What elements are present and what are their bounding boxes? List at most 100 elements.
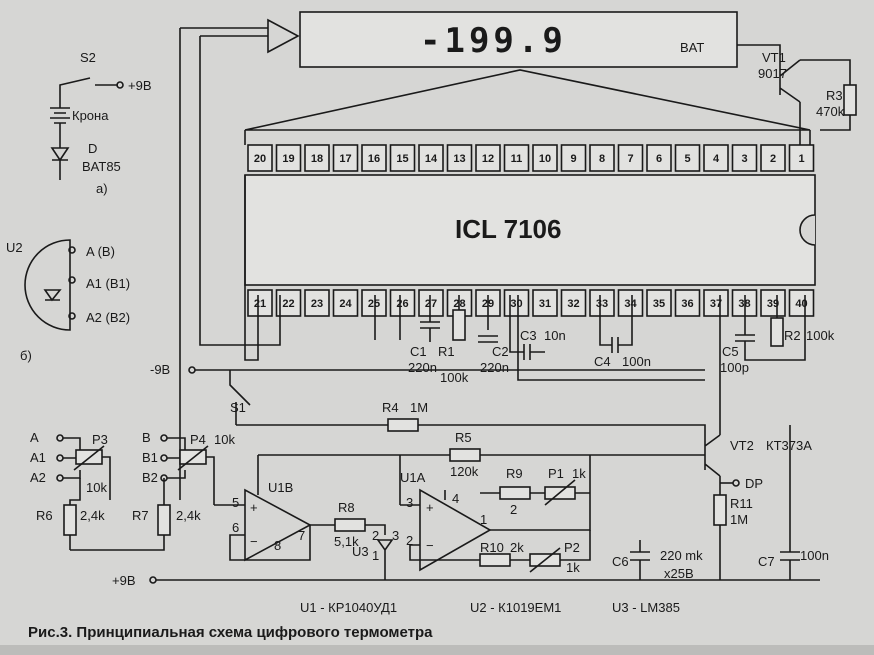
u1a-pin4: 4 <box>452 491 459 506</box>
r6-label: R6 <box>36 508 53 523</box>
display-bus <box>244 69 811 131</box>
chip-pin-number: 14 <box>425 153 438 165</box>
r6-value: 2,4k <box>80 508 105 523</box>
u1b-pin8: 8 <box>274 538 281 553</box>
chip-pin-number: 31 <box>539 298 551 310</box>
chip-pin <box>760 289 786 317</box>
r11-value: 1M <box>730 512 748 527</box>
chip-pin-number: 1 <box>798 153 804 165</box>
u1a-pin3: 3 <box>406 495 413 510</box>
lcd-readout: -199.9 <box>420 21 567 61</box>
chip-pin <box>646 289 672 317</box>
figure-caption: Рис.3. Принципиальная схема цифрового те… <box>28 624 433 641</box>
chip-pin-number: 22 <box>282 298 294 310</box>
chip-pin <box>247 289 273 317</box>
page-bottom-bar <box>0 645 874 655</box>
chip-pin <box>788 144 815 172</box>
chip-pin <box>617 289 644 317</box>
vt1-label: VT1 <box>762 50 786 65</box>
switch-s1 <box>229 370 251 425</box>
chip-pin <box>332 289 359 317</box>
r1-label: R1 <box>438 344 455 359</box>
chip-pin <box>389 144 416 172</box>
chip-pin-number: 20 <box>254 153 266 165</box>
input-a1: A1 <box>30 450 46 465</box>
svg-text:+: + <box>250 500 258 515</box>
chip-pin-number: 36 <box>681 298 693 310</box>
diode-type-label: BAT85 <box>82 159 121 174</box>
chip-pin <box>361 289 387 317</box>
r5-value: 120k <box>450 464 479 479</box>
input-b1: B1 <box>142 450 158 465</box>
u1a-opamp <box>419 488 492 572</box>
r10-value: 2k <box>510 540 524 555</box>
u1b-opamp <box>244 488 312 562</box>
u2-sensor-label: U2 <box>6 240 23 255</box>
sensor-a2: A2 (B2) <box>86 310 130 325</box>
c1-label: C1 <box>410 344 427 359</box>
p1-label: P1 <box>548 466 564 481</box>
chip-pin <box>617 144 644 172</box>
input-b: B <box>142 430 151 445</box>
r4-label: R4 <box>382 400 399 415</box>
chip-pin <box>332 144 359 172</box>
r8-label: R8 <box>338 500 355 515</box>
chip-pin-number: 23 <box>311 298 323 310</box>
chip-name: ICL 7106 <box>455 214 561 244</box>
legend-u3: U3 - LM385 <box>612 600 680 615</box>
r10-label: R10 <box>480 540 504 555</box>
dp-label: DP <box>745 476 763 491</box>
r11-label: R11 <box>730 496 753 511</box>
chip-pin <box>703 289 729 317</box>
vt1-symbol <box>737 44 801 103</box>
svg-text:−: − <box>250 534 258 549</box>
c7-value: 100n <box>800 548 829 563</box>
chip-pin <box>446 144 473 172</box>
minus9v-label: -9В <box>150 362 170 377</box>
chip-pin <box>646 144 672 172</box>
chip-pin-number: 8 <box>599 153 605 165</box>
chip-pin <box>304 289 330 317</box>
c6-value: 220 mk <box>660 548 703 563</box>
plus9v-bottom-label: +9В <box>112 573 136 588</box>
chip-pin-number: 30 <box>510 298 522 310</box>
p1-value: 1k <box>572 466 586 481</box>
chip-pin-number: 10 <box>539 153 551 165</box>
u1b-pin6: 6 <box>232 520 239 535</box>
chip-pin <box>361 144 387 172</box>
battery-label: Крона <box>72 108 109 123</box>
chip-pin <box>788 289 815 317</box>
r7-label: R7 <box>132 508 149 523</box>
chip-pin-number: 32 <box>567 298 579 310</box>
chip-pin <box>418 289 444 317</box>
r8-value: 5,1k <box>334 534 359 549</box>
chip-pin-number: 35 <box>653 298 665 310</box>
battery-symbol <box>50 107 70 124</box>
chip-pin <box>304 144 330 172</box>
diode-d-label: D <box>88 141 97 156</box>
p2-label: P2 <box>564 540 580 555</box>
u1a-pin2: 2 <box>406 533 413 548</box>
chip-pin-number: 18 <box>311 153 323 165</box>
sub-a-label: а) <box>96 181 108 196</box>
c3-label: C3 <box>520 328 537 343</box>
chip-pin <box>674 144 701 172</box>
chip-pin <box>389 289 416 317</box>
chip-pin <box>275 144 302 172</box>
c6-voltage: x25B <box>664 566 694 581</box>
chip-pin <box>589 289 615 317</box>
chip-pin-number: 6 <box>656 153 662 165</box>
chip-pin <box>532 289 558 317</box>
u3-pin1: 1 <box>372 548 379 563</box>
r9-value: 2 <box>510 502 517 517</box>
chip-pin-number: 27 <box>425 298 437 310</box>
r2-value: 100k <box>806 328 835 343</box>
c1-value: 220n <box>408 360 437 375</box>
chip-pin-number: 19 <box>282 153 294 165</box>
c7-label: C7 <box>758 554 775 569</box>
chip-pin-number: 33 <box>596 298 608 310</box>
c4-value: 100n <box>622 354 651 369</box>
chip-pin <box>532 144 558 172</box>
chip-pin-number: 26 <box>396 298 408 310</box>
